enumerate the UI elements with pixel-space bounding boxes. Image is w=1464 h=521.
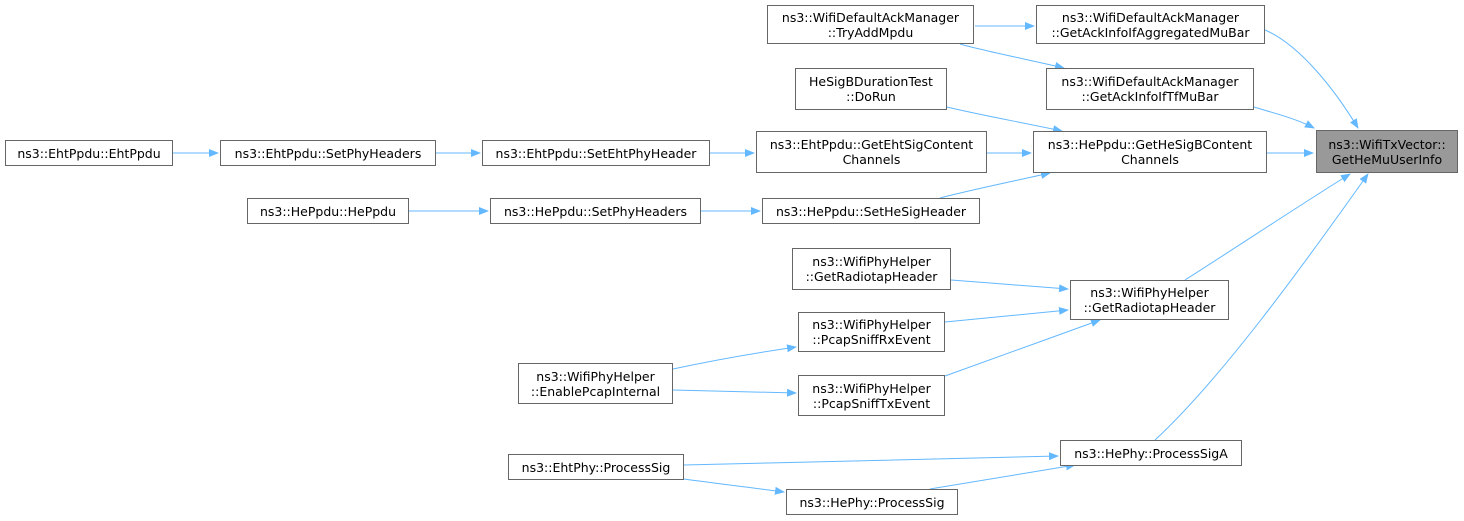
call-edge-hephy-sigA	[1154, 173, 1369, 441]
node-ehtppdu-setphyheaders[interactable]: ns3::EhtPpdu::SetPhyHeaders	[220, 140, 436, 166]
node-label-line: Channels	[1121, 152, 1179, 167]
node-label-line: ns3::EhtPpdu::SetPhyHeaders	[234, 145, 422, 161]
node-heppdu-sethesigheader[interactable]: ns3::HePpdu::SetHeSigHeader	[762, 198, 980, 224]
node-wifiphyhelper-getradiotapheader-overload[interactable]: ns3::WifiPhyHelper ::GetRadiotapHeader	[792, 248, 951, 290]
node-label-line: ::EnablePcapInternal	[530, 383, 661, 399]
node-label-line: ns3::HePpdu::SetHeSigHeader	[775, 203, 967, 219]
node-label-line: ns3::HePpdu::HePpdu	[259, 203, 397, 219]
node-wifitxvector-getheMuuserinfo: ns3::WifiTxVector:: GetHeMuUserInfo	[1316, 130, 1458, 173]
node-label-line: ns3::HePpdu::GetHeSigBContent	[1047, 137, 1253, 152]
call-edge-ack-agg-mubar	[1264, 29, 1359, 129]
node-label-line: ns3::WifiPhyHelper	[812, 317, 931, 332]
node-label-line: Channels	[842, 152, 901, 167]
node-label-line: ::GetRadiotapHeader	[1083, 300, 1216, 315]
node-label-line: ::TryAddMpdu	[827, 24, 914, 40]
node-ehtppdu-ehtppdu[interactable]: ns3::EhtPpdu::EhtPpdu	[5, 140, 173, 166]
node-ehtppdu-getehtsigcontentchannels[interactable]: ns3::EhtPpdu::GetEhtSigContent Channels	[756, 131, 987, 173]
node-label-line: ::PcapSniffRxEvent	[812, 332, 931, 347]
node-label-line: ns3::HePhy::ProcessSig	[799, 494, 945, 510]
node-label-line: ns3::EhtPpdu::EhtPpdu	[17, 145, 161, 161]
node-wifiphyhelper-pcapsniffrxevent[interactable]: ns3::WifiPhyHelper ::PcapSniffRxEvent	[798, 312, 945, 352]
node-wifiphyhelper-enablepcapinternal[interactable]: ns3::WifiPhyHelper ::EnablePcapInternal	[518, 363, 673, 404]
node-label-line: ns3::WifiDefaultAckManager	[1061, 74, 1239, 89]
call-edge-phyhelper-radio2	[950, 279, 1069, 293]
call-edge-hesigb-test	[946, 106, 1063, 134]
node-label-line: ns3::WifiPhyHelper	[1090, 285, 1209, 300]
node-label-line: ::GetAckInfoIfTfMuBar	[1081, 89, 1219, 104]
call-edge-phyhelper-pcap	[672, 388, 797, 397]
node-label-line: ::GetRadiotapHeader	[805, 269, 938, 284]
call-edge-phyhelper-tx	[944, 319, 1101, 377]
node-label-line: ns3::EhtPhy::ProcessSig	[521, 459, 671, 475]
node-ehtppdu-setehtphyheader[interactable]: ns3::EhtPpdu::SetEhtPhyHeader	[482, 140, 710, 166]
node-hephy-processsiga[interactable]: ns3::HePhy::ProcessSigA	[1060, 440, 1242, 466]
node-label-line: ns3::WifiPhyHelper	[812, 380, 931, 396]
node-label-line: ns3::HePhy::ProcessSigA	[1074, 445, 1228, 461]
node-label-line: ns3::WifiDefaultAckManager	[1061, 9, 1240, 25]
node-label-line: ::GetAckInfoIfAggregatedMuBar	[1051, 24, 1250, 40]
node-heppdu-gethesigbcontentchannels[interactable]: ns3::HePpdu::GetHeSigBContent Channels	[1033, 131, 1267, 173]
call-edge-phyhelper-radio	[1184, 173, 1351, 281]
node-label-line: ns3::WifiPhyHelper	[812, 254, 931, 269]
call-edges	[173, 22, 1369, 495]
node-label-line: ::PcapSniffTxEvent	[812, 395, 931, 411]
node-label-line: ::DoRun	[846, 89, 896, 104]
call-edge-ehtphy-sig	[683, 452, 1059, 466]
call-edge-phyhelper-pcap	[672, 344, 797, 370]
node-heppdu-setphyheaders[interactable]: ns3::HePpdu::SetPhyHeaders	[490, 198, 701, 224]
node-ehtphy-processsig[interactable]: ns3::EhtPhy::ProcessSig	[508, 454, 684, 480]
call-edge-ack-tf-mubar	[1253, 106, 1315, 129]
call-edge-phyhelper-rx	[944, 306, 1069, 323]
node-label-line: ns3::WifiPhyHelper	[536, 368, 655, 384]
node-hesigbdurationtest-dorun[interactable]: HeSigBDurationTest ::DoRun	[795, 68, 947, 110]
node-ackmanager-getackinfoifaggregatedmubar[interactable]: ns3::WifiDefaultAckManager ::GetAckInfoI…	[1036, 5, 1265, 44]
node-wifiphyhelper-getradiotapheader[interactable]: ns3::WifiPhyHelper ::GetRadiotapHeader	[1070, 280, 1229, 320]
node-ackmanager-tryaddmpdu[interactable]: ns3::WifiDefaultAckManager ::TryAddMpdu	[767, 5, 974, 44]
node-label-line: ns3::EhtPpdu::SetEhtPhyHeader	[495, 145, 697, 161]
node-ackmanager-getackinfoiftfmubar[interactable]: ns3::WifiDefaultAckManager ::GetAckInfoI…	[1046, 68, 1254, 110]
node-label-line: ns3::EhtPpdu::GetEhtSigContent	[769, 137, 974, 152]
node-label-line: ns3::WifiTxVector::	[1328, 136, 1446, 152]
node-label-line: ns3::WifiDefaultAckManager	[781, 9, 960, 25]
call-edge-heppdu-setsig	[939, 171, 1051, 199]
node-heppdu-heppdu[interactable]: ns3::HePpdu::HePpdu	[247, 198, 409, 224]
node-hephy-processsig[interactable]: ns3::HePhy::ProcessSig	[786, 489, 958, 515]
call-edge-ack-tryadd	[959, 43, 1065, 70]
node-wifiphyhelper-pcapsnifftxevent[interactable]: ns3::WifiPhyHelper ::PcapSniffTxEvent	[798, 375, 945, 416]
call-edge-ehtphy-sig	[683, 478, 785, 495]
call-edge-hephy-sig	[929, 462, 1076, 490]
node-label-line: GetHeMuUserInfo	[1331, 151, 1443, 167]
node-label-line: HeSigBDurationTest	[809, 74, 933, 89]
node-label-line: ns3::HePpdu::SetPhyHeaders	[503, 203, 688, 219]
